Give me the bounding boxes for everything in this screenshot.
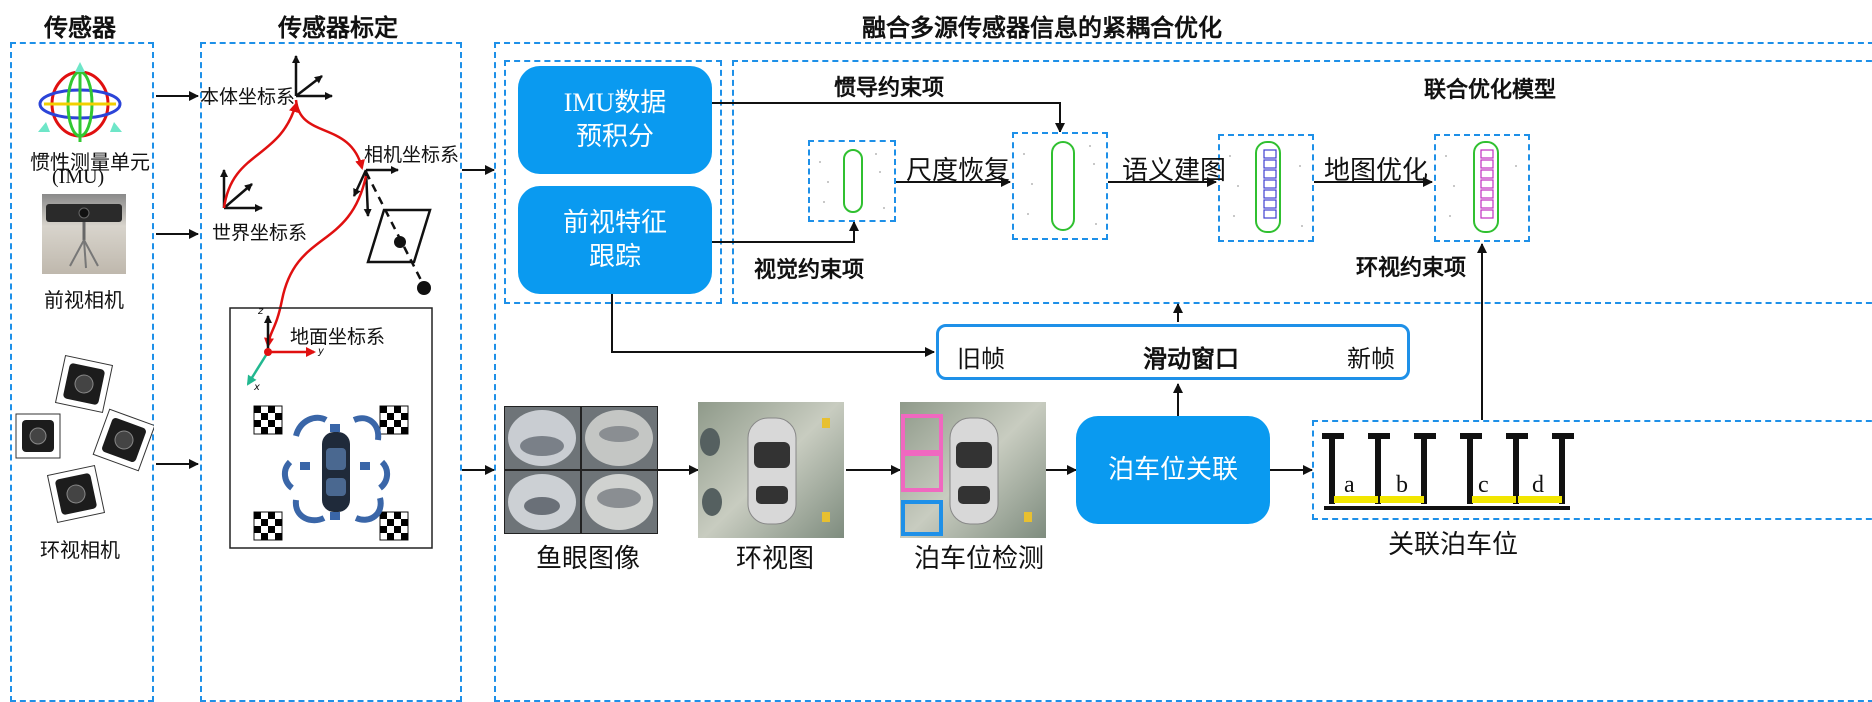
map-thumb-visual	[808, 140, 896, 222]
camera-frame-label: 相机坐标系	[364, 144, 460, 166]
slot-detection-image	[900, 402, 1046, 538]
fisheye-label: 鱼眼图像	[536, 544, 641, 574]
front-box-line2: 跟踪	[588, 242, 641, 272]
slot-letter-b: b	[1396, 472, 1408, 498]
front-camera-label: 前视相机	[44, 288, 124, 312]
joint-model-label: 联合优化模型	[1424, 78, 1557, 103]
front-box-line1: 前视特征	[562, 208, 667, 238]
associated-slots-graphic	[1322, 433, 1574, 510]
fisheye-images	[504, 406, 658, 534]
sliding-window-label: 滑动窗口	[1143, 345, 1239, 373]
world-frame-label: 世界坐标系	[212, 222, 308, 244]
semantic-mapping-label: 语义建图	[1122, 156, 1227, 186]
front-camera-photo	[42, 194, 126, 274]
imu-label-abbrev: (IMU)	[52, 166, 105, 188]
ground-frame-label: 地面坐标系	[290, 326, 386, 348]
slot-detection-label: 泊车位检测	[914, 544, 1045, 574]
joint-optimization-panel	[732, 60, 1872, 304]
slot-association-label: 泊车位关联	[1107, 455, 1238, 485]
arrow-front-to-window	[611, 292, 935, 357]
section-title-calibration: 传感器标定	[278, 14, 398, 42]
axis-z-label: z	[258, 306, 264, 317]
scale-recovery-label: 尺度恢复	[906, 156, 1011, 186]
surround-constraint-label: 环视约束项	[1356, 256, 1467, 281]
associated-slots-panel	[1312, 420, 1872, 520]
surround-cameras-icon	[15, 354, 154, 524]
inertial-constraint-label: 惯导约束项	[834, 76, 945, 101]
slot-letter-c: c	[1478, 472, 1489, 498]
map-thumb-optimized	[1434, 134, 1530, 242]
associated-slots-label: 关联泊车位	[1388, 530, 1519, 560]
map-thumb-scaled	[1012, 132, 1108, 240]
map-optimization-label: 地图优化	[1324, 156, 1429, 186]
section-title-sensors: 传感器	[44, 14, 116, 42]
imu-box-line2: 预积分	[575, 122, 654, 152]
map-thumb-semantic	[1218, 134, 1314, 242]
diagram-connectors	[156, 55, 1487, 549]
axis-y-label: y	[318, 346, 324, 357]
old-frame-label: 旧帧	[957, 345, 1005, 373]
imu-globe-icon	[38, 62, 122, 142]
sliding-window-box: 旧帧 滑动窗口 新帧	[936, 324, 1410, 380]
surround-camera-label: 环视相机	[40, 538, 120, 562]
arrow-imu-to-inertial	[712, 102, 1065, 133]
new-frame-label: 新帧	[1347, 345, 1395, 373]
slot-association-box: 泊车位关联	[1076, 416, 1270, 524]
checkerboard-icons	[253, 405, 409, 541]
imu-label: 惯性测量单元	[30, 150, 150, 174]
surround-view-image	[698, 402, 844, 538]
slot-letter-a: a	[1344, 472, 1355, 498]
axis-x-label: x	[254, 382, 260, 393]
imu-preintegration-box: IMU数据 预积分	[518, 66, 712, 174]
imu-box-line1: IMU数据	[563, 88, 667, 117]
surround-view-label: 环视图	[736, 544, 815, 574]
calibration-car-icon	[282, 414, 390, 524]
visual-constraint-label: 视觉约束项	[754, 258, 865, 283]
arrow-front-to-visual	[712, 221, 859, 243]
section-title-fusion: 融合多源传感器信息的紧耦合优化	[862, 14, 1222, 42]
body-frame-label: 本体坐标系	[200, 86, 296, 108]
front-feature-tracking-box: 前视特征 跟踪	[518, 186, 712, 294]
slot-letter-d: d	[1532, 472, 1544, 498]
